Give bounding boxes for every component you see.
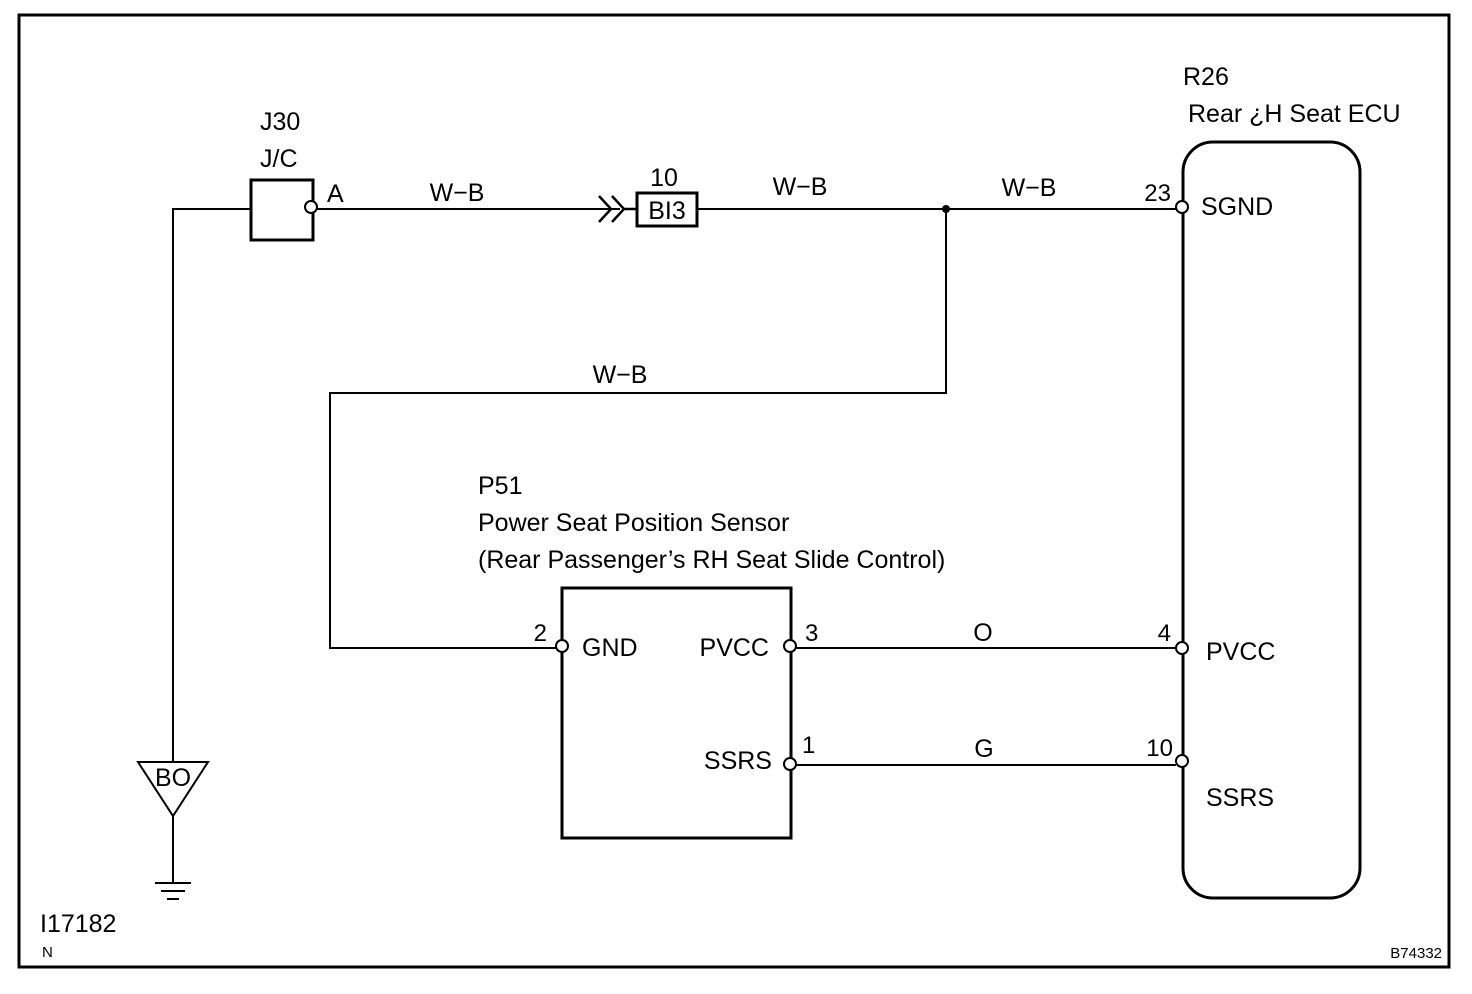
ecu-box [1181, 140, 1362, 900]
junction-block-code: J30 [260, 108, 300, 136]
ground-point-label: BO [155, 764, 191, 792]
sensor-pin-number: 1 [802, 732, 815, 759]
sensor-terminal [783, 639, 797, 653]
ecu-pin-label: SGND [1201, 193, 1273, 221]
junction-block-box [249, 178, 315, 242]
ecu-pin-label: SSRS [1206, 784, 1274, 812]
sensor-code: P51 [478, 472, 522, 500]
junction-block-j30: J30 J/C A [249, 108, 344, 242]
ecu-code: R26 [1183, 63, 1229, 91]
connector-box [635, 191, 699, 228]
ecu-terminal [1175, 200, 1189, 214]
ground-icon [155, 882, 191, 900]
sensor-box [560, 586, 793, 840]
sensor-p51: P51 Power Seat Position Sensor (Rear Pas… [478, 472, 945, 840]
ground-wire [172, 208, 251, 763]
junction-terminal-label: A [327, 180, 344, 208]
diagram-ref-id: B74332 [1390, 945, 1442, 962]
ecu-name: Rear ¿H Seat ECU [1188, 100, 1401, 128]
wire-label-jc-to-bi3: W−B [430, 179, 485, 207]
wire-label-ssrs: G [974, 735, 993, 763]
wire-label-bi3-to-split: W−B [773, 173, 828, 201]
diagram-sub-id: N [42, 944, 53, 961]
connector-chevron-icon [598, 195, 637, 223]
ecu-terminal [1175, 641, 1189, 655]
sensor-pin-label: PVCC [700, 634, 769, 662]
connector-name: BI3 [648, 197, 686, 225]
connector-bi3: BI3 10 [598, 164, 699, 228]
ecu-r26: R26 Rear ¿H Seat ECU 23 SGND 4 PVCC 10 S… [1144, 63, 1401, 900]
ecu-pin-number: 10 [1146, 735, 1173, 762]
wire-label-pvcc: O [973, 619, 992, 647]
junction-block-name: J/C [260, 145, 298, 173]
wire-label-split-to-sensor: W−B [593, 361, 648, 389]
sensor-subtitle: (Rear Passenger’s RH Seat Slide Control) [478, 546, 945, 574]
junction-terminal-a [304, 200, 318, 214]
sensor-pin-label: SSRS [704, 747, 772, 775]
wire-label-split-to-ecu: W−B [1002, 174, 1057, 202]
diagram-id: I17182 [40, 910, 116, 938]
sensor-terminal [555, 639, 569, 653]
ground-point-triangle [136, 761, 210, 818]
wire-split-to-sensor [329, 209, 947, 649]
sensor-pin-number: 2 [534, 620, 547, 647]
sensor-name: Power Seat Position Sensor [478, 509, 789, 537]
connector-pin-number: 10 [650, 164, 678, 192]
sensor-terminal [783, 757, 797, 771]
sensor-pin-number: 3 [805, 620, 818, 647]
ground-point-bo: BO [136, 761, 210, 900]
ecu-pin-label: PVCC [1206, 638, 1275, 666]
ecu-pin-number: 4 [1158, 620, 1171, 647]
ecu-terminal [1175, 754, 1189, 768]
sensor-pin-label: GND [582, 634, 638, 662]
ecu-pin-number: 23 [1144, 180, 1171, 207]
